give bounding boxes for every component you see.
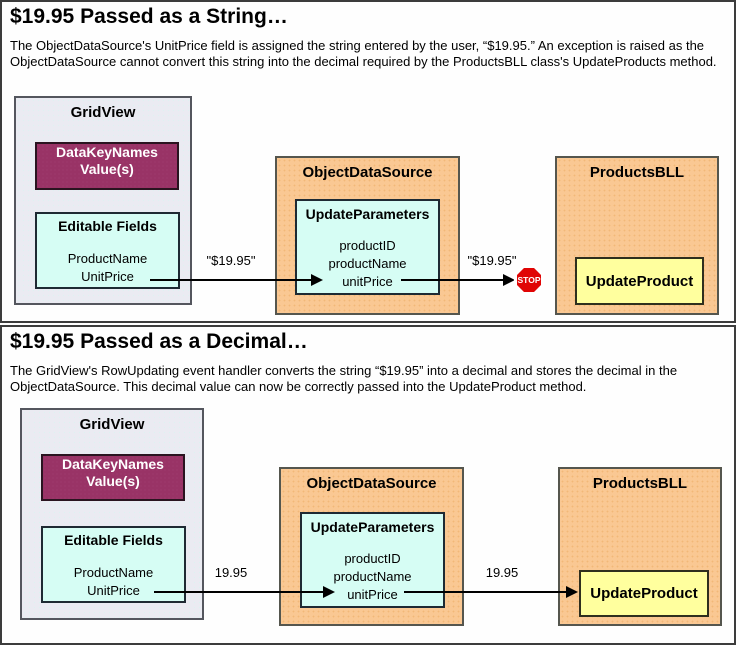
param-productname: productName: [328, 256, 407, 271]
productsbll-title: ProductsBLL: [592, 475, 688, 492]
objectdatasource-title: ObjectDataSource: [302, 164, 433, 181]
updateparameters-box: UpdateParameters productID productName u…: [300, 512, 445, 608]
field-productname: ProductName: [73, 565, 154, 580]
arrow1-line: [154, 591, 324, 593]
field-productname: ProductName: [67, 251, 148, 266]
param-productid: productID: [344, 551, 401, 566]
datakeynames-box: DataKeyNames Value(s): [35, 142, 179, 190]
panel-title: $19.95 Passed as a String…: [10, 5, 288, 28]
arrow2-label: "$19.95": [467, 253, 517, 268]
arrow2-head-icon: [566, 586, 578, 598]
objectdatasource-box: ObjectDataSource UpdateParameters produc…: [279, 467, 464, 626]
datakeynames-line2: Value(s): [86, 473, 140, 489]
editable-fields-items: ProductName UnitPrice: [37, 250, 178, 286]
updateproduct-label: UpdateProduct: [590, 585, 698, 602]
param-unitprice: unitPrice: [342, 274, 393, 289]
arrow1-label: "$19.95": [206, 253, 256, 268]
field-unitprice: UnitPrice: [81, 269, 134, 284]
arrow2-label: 19.95: [485, 565, 519, 580]
updateproduct-box: UpdateProduct: [579, 570, 709, 617]
gridview-box: GridView DataKeyNames Value(s) Editable …: [20, 408, 204, 620]
updateparameters-title: UpdateParameters: [305, 206, 430, 222]
editable-fields-title: Editable Fields: [64, 532, 163, 548]
datakeynames-line1: DataKeyNames: [62, 456, 164, 472]
panel-description: The GridView's RowUpdating event handler…: [10, 363, 678, 394]
updateproduct-label: UpdateProduct: [585, 272, 694, 290]
panel-passed-as-decimal: $19.95 Passed as a Decimal… The GridView…: [0, 325, 736, 645]
editable-fields-box: Editable Fields ProductName UnitPrice: [35, 212, 180, 289]
datakeynames-box: DataKeyNames Value(s): [41, 454, 185, 501]
panel-passed-as-string: $19.95 Passed as a String… The ObjectDat…: [0, 0, 736, 323]
updateparameters-title: UpdateParameters: [310, 519, 435, 535]
gridview-box: GridView DataKeyNames Value(s) Editable …: [14, 96, 192, 305]
objectdatasource-title: ObjectDataSource: [306, 475, 437, 492]
arrow1-line: [150, 279, 312, 281]
arrow1-head-icon: [311, 274, 323, 286]
param-productname: productName: [333, 569, 412, 584]
gridview-title: GridView: [79, 416, 145, 433]
productsbll-box: ProductsBLL UpdateProduct: [555, 156, 719, 315]
arrow2-line: [404, 591, 567, 593]
objectdatasource-box: ObjectDataSource UpdateParameters produc…: [275, 156, 460, 315]
updateparameters-items: productID productName unitPrice: [302, 550, 443, 604]
field-unitprice: UnitPrice: [87, 583, 140, 598]
datakeynames-line2: Value(s): [80, 161, 134, 177]
updateproduct-box: UpdateProduct: [575, 257, 704, 305]
panel-description: The ObjectDataSource's UnitPrice field i…: [10, 38, 717, 69]
editable-fields-box: Editable Fields ProductName UnitPrice: [41, 526, 186, 603]
gridview-title: GridView: [70, 104, 136, 121]
productsbll-box: ProductsBLL UpdateProduct: [558, 467, 722, 626]
arrow1-head-icon: [323, 586, 335, 598]
editable-fields-items: ProductName UnitPrice: [43, 564, 184, 600]
stop-sign-text: STOP: [517, 268, 541, 292]
editable-fields-title: Editable Fields: [58, 218, 157, 234]
productsbll-title: ProductsBLL: [589, 164, 685, 181]
arrow2-line: [401, 279, 504, 281]
arrow1-label: 19.95: [214, 565, 248, 580]
stop-sign-icon: STOP: [514, 265, 544, 295]
updateparameters-items: productID productName unitPrice: [297, 237, 438, 291]
param-productid: productID: [339, 238, 396, 253]
param-unitprice: unitPrice: [347, 587, 398, 602]
datakeynames-line1: DataKeyNames: [56, 144, 158, 160]
arrow2-head-icon: [503, 274, 515, 286]
panel-title: $19.95 Passed as a Decimal…: [10, 330, 308, 353]
